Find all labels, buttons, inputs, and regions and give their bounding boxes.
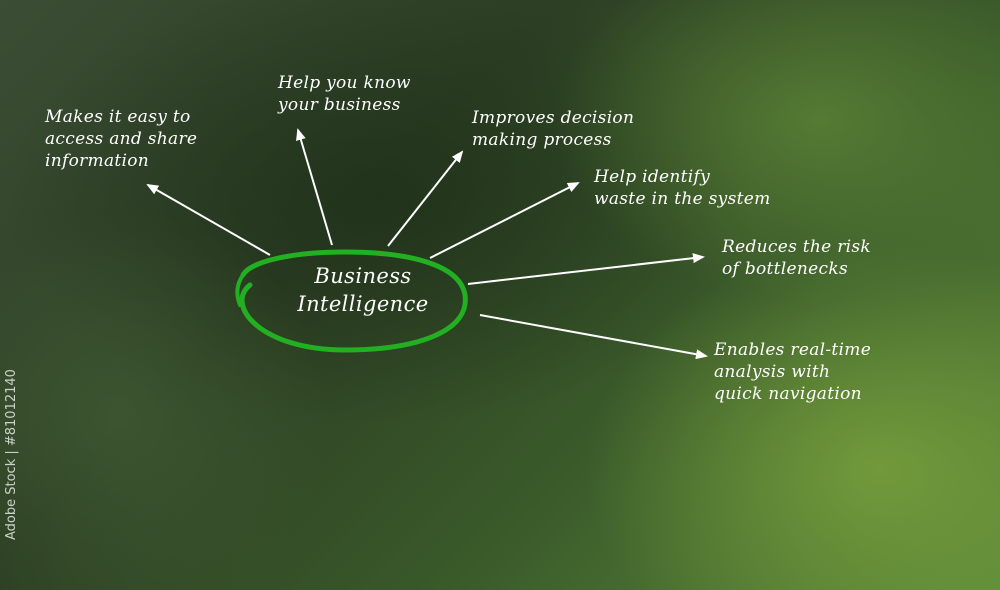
center-ellipse-tail (235, 273, 245, 307)
arrow-know-business (296, 128, 333, 246)
benefit-real-time-analysis: Enables real-time analysis with quick na… (714, 340, 872, 404)
arrow-identify-waste (429, 182, 580, 259)
center-node-label: Business Intelligence (297, 264, 429, 316)
benefit-identify-waste: Help identify waste in the system (594, 167, 771, 209)
stock-watermark-id: Adobe Stock | #81012140 (4, 369, 19, 540)
arrow-reduce-bottlenecks (467, 253, 705, 285)
arrow-decision-making (387, 150, 464, 247)
benefit-reduce-bottlenecks: Reduces the risk of bottlenecks (722, 237, 872, 279)
arrow-real-time (479, 314, 708, 360)
center-ellipse (239, 249, 468, 353)
benefit-access-share: Makes it easy to access and share inform… (45, 107, 198, 171)
arrow-access-share (146, 184, 271, 256)
benefit-decision-making: Improves decision making process (472, 108, 635, 150)
benefit-know-business: Help you know your business (278, 73, 411, 115)
